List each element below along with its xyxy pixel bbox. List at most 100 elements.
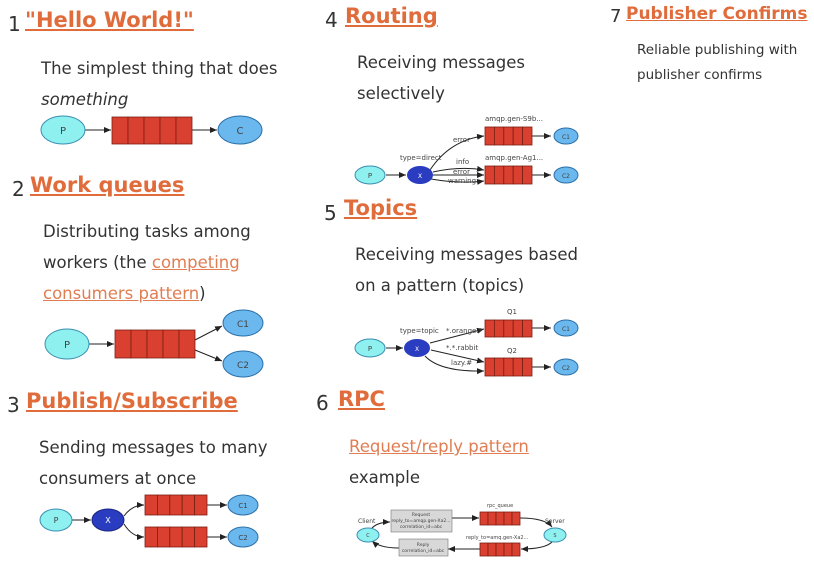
request-reply-link[interactable]: Request/reply pattern [349, 437, 529, 456]
consumer-1-node [222, 309, 264, 337]
queue-cell [487, 542, 497, 557]
reply-line: correlation_id=abc [402, 548, 445, 554]
tutorial-6-title-link[interactable]: RPC [338, 387, 385, 411]
desc-line: Distributing tasks among [43, 222, 251, 241]
consumer-2-label: C2 [562, 365, 570, 372]
queue [144, 494, 208, 516]
queue-cell [194, 526, 208, 548]
request-message-box [390, 509, 453, 533]
tutorial-6-number: 6 [316, 391, 329, 415]
consumer-1-label: C1 [238, 502, 247, 510]
reply-message-box [398, 538, 449, 557]
request-line: correlation_id=abc [400, 524, 443, 530]
client-node-label: C [366, 533, 370, 539]
desc-text: workers (the [43, 253, 152, 272]
queue-cell [512, 357, 524, 377]
competing-consumers-link[interactable]: competing [151, 253, 240, 272]
consumer-1-node [553, 127, 579, 145]
exchange-label: X [418, 173, 422, 180]
consumer-2-node [227, 526, 259, 548]
request-line: reply_to=amqp.gen-Xa2... [392, 518, 451, 524]
queue [484, 165, 533, 185]
tutorial-5-number: 5 [324, 201, 337, 225]
queue-cell [522, 165, 533, 185]
tutorial-7-title-link[interactable]: Publisher Confirms [626, 4, 808, 24]
producer-node [44, 328, 90, 360]
queue [479, 542, 521, 557]
producer-node [40, 115, 86, 145]
tutorial-2-description: Distributing tasks among workers (the co… [43, 216, 251, 309]
desc-text: ) [199, 284, 206, 303]
queue-cell [181, 526, 195, 548]
producer-node [354, 165, 386, 185]
queue-cell [484, 165, 495, 185]
desc-line-emphasis: something [41, 90, 129, 109]
queue-cell [511, 511, 521, 526]
queue-cell [522, 357, 533, 377]
queue-cell [493, 357, 505, 377]
server-node-label: S [553, 533, 556, 539]
consumer-1-node [553, 319, 579, 337]
desc-line: Receiving messages [357, 53, 525, 72]
consumer-2-label: C2 [237, 361, 249, 371]
rpc-queue-label: rpc_queue [487, 503, 513, 509]
tutorial-7-description: Reliable publishing with publisher confi… [637, 38, 797, 88]
queue-cell [484, 357, 495, 377]
queue-cell [484, 126, 495, 146]
tutorial-3-description: Sending messages to many consumers at on… [39, 432, 268, 494]
queue-cell [144, 526, 158, 548]
consumer-1-label: C1 [562, 326, 570, 333]
producer-label: P [368, 172, 372, 180]
binding-label: *.*.rabbit [446, 344, 478, 352]
queue-cell [169, 494, 183, 516]
queue [484, 319, 533, 338]
queue-cell [511, 542, 521, 557]
binding-label: *.orange.* [446, 327, 483, 335]
queue-cell [522, 126, 533, 146]
queue-cell [493, 319, 505, 338]
producer-node [354, 338, 386, 358]
nodes: P C P C1 C2 P X C1 C2 P X C1 C2 amqp.gen… [39, 115, 579, 557]
queue [484, 357, 533, 377]
queue-cell [169, 526, 183, 548]
tutorial-4-title-link[interactable]: Routing [345, 4, 438, 28]
queue-cell [487, 511, 497, 526]
tutorial-2-number: 2 [12, 177, 25, 201]
queue-cell [495, 511, 505, 526]
queue-1-label: Q1 [507, 308, 517, 316]
tutorial-2-title-link[interactable]: Work queues [30, 173, 185, 197]
queue-cell [512, 165, 524, 185]
queue-cell [130, 329, 148, 359]
tutorial-1-number: 1 [8, 12, 21, 36]
queue-1-label: amqp.gen-S9b... [485, 115, 543, 123]
binding-label: error [453, 168, 470, 176]
queue-cell [493, 165, 505, 185]
consumer-label: C [237, 126, 244, 137]
consumer-2-node [553, 358, 579, 376]
tutorial-3-title-link[interactable]: Publish/Subscribe [26, 389, 238, 413]
client-label: Client [358, 518, 376, 525]
producer-label: P [64, 340, 70, 351]
queue-cell [503, 542, 513, 557]
desc-line: publisher confirms [637, 67, 763, 83]
queue [484, 126, 533, 146]
queue-cell [175, 116, 193, 145]
queue-cell [114, 329, 132, 359]
exchange-type-label: type=topic [400, 327, 439, 335]
competing-consumers-link-cont[interactable]: consumers pattern [43, 284, 200, 303]
desc-line: on a pattern (topics) [355, 276, 525, 295]
desc-line: consumers at once [39, 469, 197, 488]
queue [111, 116, 193, 145]
queue-cell [159, 116, 177, 145]
tutorial-4-number: 4 [325, 8, 338, 32]
tutorial-3-number: 3 [7, 393, 20, 417]
queue [144, 526, 208, 548]
queue-cell [484, 319, 495, 338]
queue-cell [503, 126, 514, 146]
queues [111, 116, 533, 557]
queue-cell [479, 511, 489, 526]
tutorial-5-title-link[interactable]: Topics [344, 196, 418, 220]
tutorial-1-title-link[interactable]: "Hello World!" [25, 8, 194, 32]
queue-cell [111, 116, 129, 145]
